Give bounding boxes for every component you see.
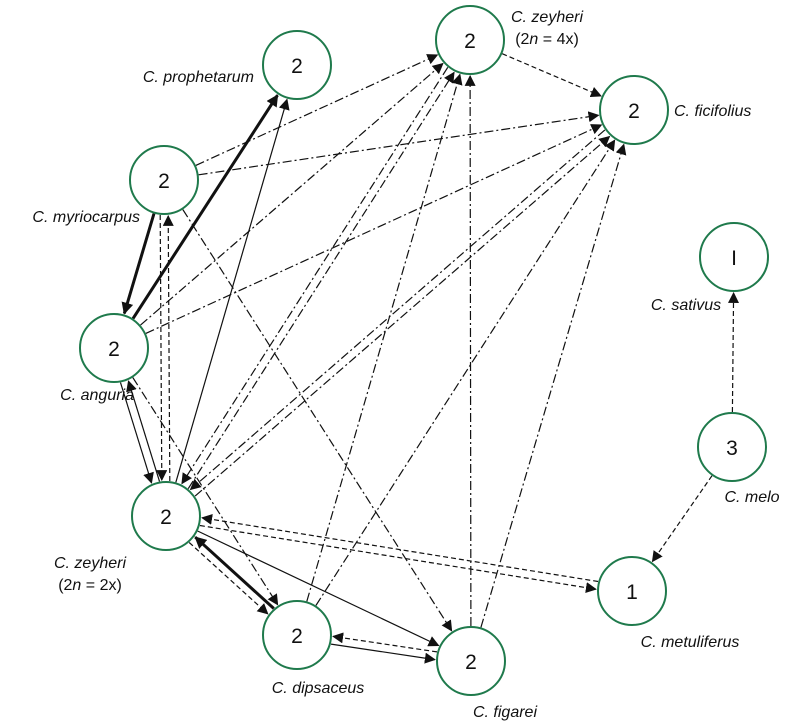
node-ficifolius: 2: [599, 75, 669, 145]
label-part: (2: [515, 31, 529, 48]
node-number: 1: [626, 581, 638, 604]
edge-melo-to-metuliferus: [651, 475, 713, 563]
edge-dipsaceus-to-zeyheri2x: [194, 536, 275, 610]
species-label-anguria: C. anguria: [60, 387, 134, 404]
label-italic-part: C. myriocarpus: [32, 209, 140, 226]
species-label-figarei: C. figarei: [473, 704, 537, 721]
species-label-metuliferus: C. metuliferus: [641, 634, 740, 651]
label-italic-part: C. sativus: [651, 297, 721, 314]
edge-melo-to-sativus: [728, 291, 739, 413]
species-label-zeyheri4x: C. zeyheri: [511, 9, 583, 26]
edge-myriocarpus-to-anguria: [121, 213, 156, 315]
edge-zeyheri2x-to-metuliferus: [199, 524, 597, 594]
edge-ficifolius-to-zeyheri2x: [189, 129, 606, 491]
label-italic-part: C. figarei: [473, 704, 537, 721]
node-circle: [435, 5, 505, 75]
species-label-myriocarpus: C. myriocarpus: [32, 209, 140, 226]
edge-zeyheri2x-to-myriocarpus: [162, 214, 174, 482]
edge-zeyheri2x-to-zeyheri4x: [187, 71, 455, 490]
node-number: 2: [160, 506, 172, 529]
nodes-layer: 2 2 2 2 2 2 2 2 1 3 I: [79, 5, 769, 696]
node-prophetarum: 2: [262, 30, 332, 100]
edge-anguria-to-ficifolius: [145, 124, 603, 334]
edge-dipsaceus-to-figarei: [330, 643, 436, 664]
node-circle: [262, 30, 332, 100]
species-label-zeyheri2x-line2: (2n = 2x): [58, 577, 122, 594]
label-italic-part: C. anguria: [60, 387, 134, 404]
edge-zeyheri2x-to-figarei: [197, 530, 440, 647]
node-number: 2: [628, 100, 640, 123]
species-label-melo: C. melo: [724, 489, 779, 506]
label-part: = 2x): [81, 577, 121, 594]
edge-anguria-to-zeyheri2x: [119, 382, 154, 484]
node-number: 2: [464, 30, 476, 53]
node-circle: [129, 145, 199, 215]
species-label-dipsaceus: C. dipsaceus: [272, 680, 365, 697]
node-melo: 3: [697, 412, 767, 482]
species-label-ficifolius: C. ficifolius: [674, 103, 751, 120]
label-italic-part: C. zeyheri: [54, 555, 126, 572]
edge-zeyheri2x-to-anguria: [126, 380, 161, 482]
edge-myriocarpus-to-ficifolius: [198, 111, 600, 176]
edge-figarei-to-ficifolius: [480, 143, 627, 628]
edge-zeyheri4x-to-zeyheri2x: [181, 66, 449, 485]
edge-zeyheri2x-to-prophetarum: [175, 98, 290, 483]
node-circle: [79, 313, 149, 383]
species-label-zeyheri2x: C. zeyheri: [54, 555, 126, 572]
edge-zeyheri2x-to-ficifolius: [194, 135, 611, 497]
edge-zeyheri4x-to-ficifolius: [501, 53, 602, 98]
edge-zeyheri2x-to-dipsaceus: [188, 542, 269, 615]
species-label-zeyheri4x-line2: (2n = 4x): [515, 31, 579, 48]
node-dipsaceus: 2: [262, 600, 332, 670]
edges-layer: [119, 53, 739, 664]
edge-myriocarpus-to-figarei: [182, 209, 453, 632]
edge-figarei-to-dipsaceus: [332, 632, 438, 653]
label-italic-part: C. metuliferus: [641, 634, 740, 651]
node-number: I: [731, 247, 737, 270]
edge-myriocarpus-to-zeyheri4x: [195, 54, 439, 166]
edge-myriocarpus-to-zeyheri2x: [156, 214, 168, 482]
node-number: 2: [291, 625, 303, 648]
edge-anguria-to-zeyheri4x: [140, 62, 444, 326]
edge-anguria-to-prophetarum: [131, 94, 279, 320]
label-italic-part: C. melo: [724, 489, 779, 506]
edge-dipsaceus-to-zeyheri4x: [306, 73, 463, 602]
label-part: (2: [58, 577, 72, 594]
node-circle: [597, 556, 667, 626]
species-label-sativus: C. sativus: [651, 297, 721, 314]
label-italic-part: n: [529, 31, 538, 48]
node-myriocarpus: 2: [129, 145, 199, 215]
node-circle: [699, 222, 769, 292]
node-circle: [262, 600, 332, 670]
node-anguria: 2: [79, 313, 149, 383]
node-number: 2: [108, 338, 120, 361]
edge-figarei-to-zeyheri4x: [464, 74, 476, 627]
node-circle: [131, 481, 201, 551]
edge-anguria-to-dipsaceus: [132, 377, 279, 606]
label-italic-part: C. dipsaceus: [272, 680, 365, 697]
node-number: 2: [158, 170, 170, 193]
species-label-prophetarum: C. prophetarum: [143, 69, 254, 86]
label-part: = 4x): [538, 31, 578, 48]
edge-dipsaceus-to-ficifolius: [315, 139, 616, 606]
node-number: 2: [291, 55, 303, 78]
node-metuliferus: 1: [597, 556, 667, 626]
node-number: 3: [726, 437, 738, 460]
label-italic-part: C. zeyheri: [511, 9, 583, 26]
label-italic-part: C. ficifolius: [674, 103, 751, 120]
node-circle: [436, 626, 506, 696]
node-zeyheri2x: 2: [131, 481, 201, 551]
label-italic-part: n: [72, 577, 81, 594]
node-sativus: I: [699, 222, 769, 292]
node-number: 2: [465, 651, 477, 674]
node-figarei: 2: [436, 626, 506, 696]
node-circle: [697, 412, 767, 482]
node-circle: [599, 75, 669, 145]
node-zeyheri4x: 2: [435, 5, 505, 75]
label-italic-part: C. prophetarum: [143, 69, 254, 86]
